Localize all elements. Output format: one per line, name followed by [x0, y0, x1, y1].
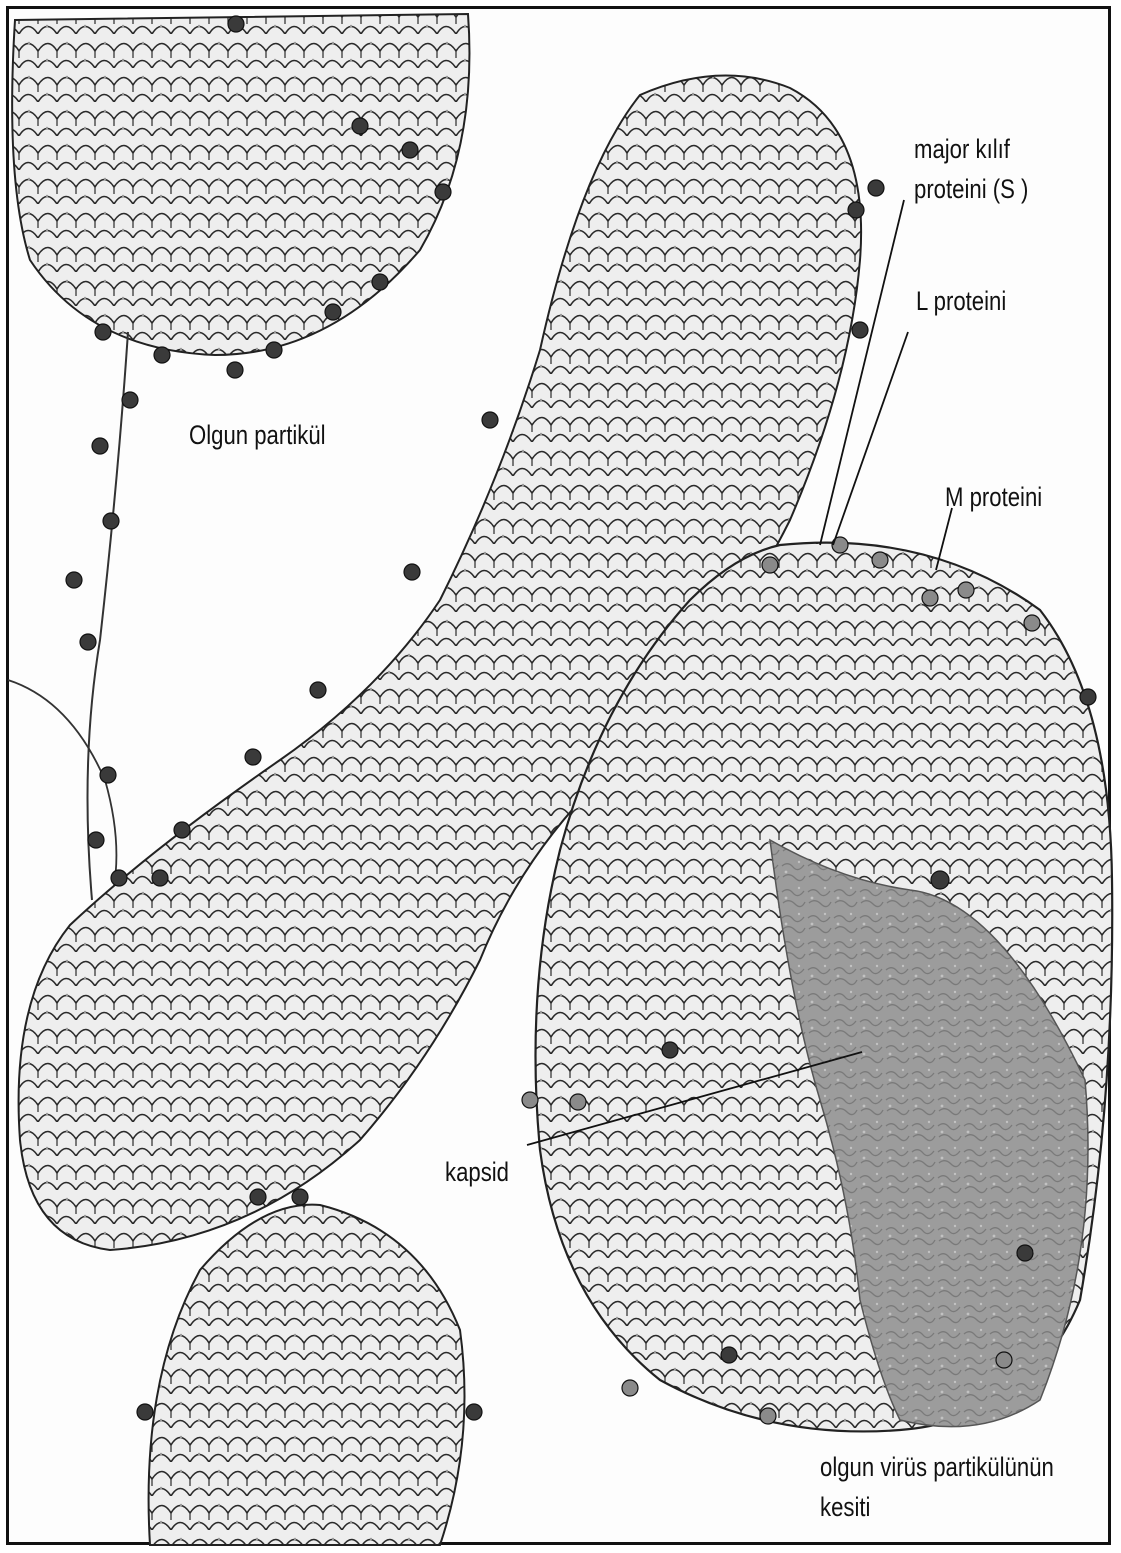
label-kesit-line2: kesiti — [820, 1490, 870, 1524]
small-spherical-particle — [149, 1205, 465, 1545]
label-kesit-line1: olgun virüs partikülünün — [820, 1450, 1054, 1484]
label-m-proteini: M proteini — [945, 480, 1042, 514]
label-major-kilif-line2: proteini (S ) — [914, 172, 1028, 206]
cell-membrane — [8, 332, 128, 905]
upper-left-particle — [12, 14, 469, 355]
label-kapsid: kapsid — [445, 1155, 509, 1189]
leader-l-proteini — [833, 332, 908, 545]
label-l-proteini: L proteini — [916, 284, 1006, 318]
label-major-kilif-line1: major kılıf — [914, 132, 1010, 166]
label-olgun-partikul: Olgun partikül — [189, 418, 326, 452]
